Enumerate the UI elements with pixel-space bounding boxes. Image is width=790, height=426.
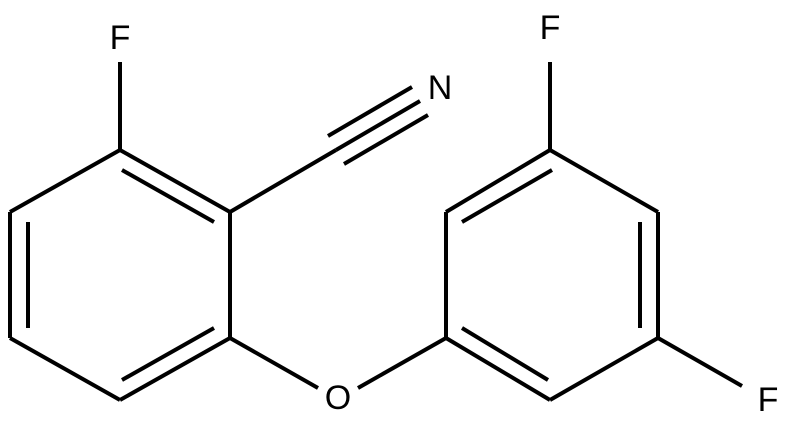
bond-ring2-a2-a3-inner — [460, 168, 554, 224]
bond-ring1-c1-c2-inner — [121, 168, 215, 224]
bond-ring1-c1-c2 — [119, 148, 231, 214]
bond-ring1-c5-c6 — [119, 336, 231, 402]
bond-ring2-a3-a4 — [549, 148, 659, 214]
atom-label-oxygen: O — [325, 379, 351, 417]
bond-ring1-c2-c3 — [9, 148, 121, 214]
bond-ring2-a6-a1-inner — [460, 326, 550, 382]
bond-nitrile-triple-1 — [334, 99, 422, 152]
bond-a5-fluorine — [657, 336, 743, 388]
bond-ring2-a5-a6 — [549, 336, 659, 402]
bond-c6-oxygen — [229, 336, 319, 390]
bond-nitrile-triple-2 — [326, 85, 414, 138]
bond-ring1-c5-c6-inner — [121, 326, 215, 382]
bond-ring2-a2-a3 — [444, 148, 552, 214]
atom-label-fluorine-top-right: F — [540, 9, 561, 47]
atom-label-fluorine-bottom-right: F — [758, 381, 779, 419]
bond-c1-nitrile-carbon — [228, 148, 338, 214]
bond-nitrile-triple-3 — [342, 113, 430, 166]
bond-ring2-a6-a1 — [444, 336, 552, 402]
atom-label-fluorine-top-left: F — [110, 19, 131, 57]
atom-label-nitrogen: N — [428, 69, 453, 107]
bonds — [8, 62, 743, 402]
bond-oxygen-ring2 — [357, 336, 447, 390]
bond-ring1-c4-c5 — [9, 336, 121, 402]
atom-labels: F N O F F — [110, 9, 779, 419]
